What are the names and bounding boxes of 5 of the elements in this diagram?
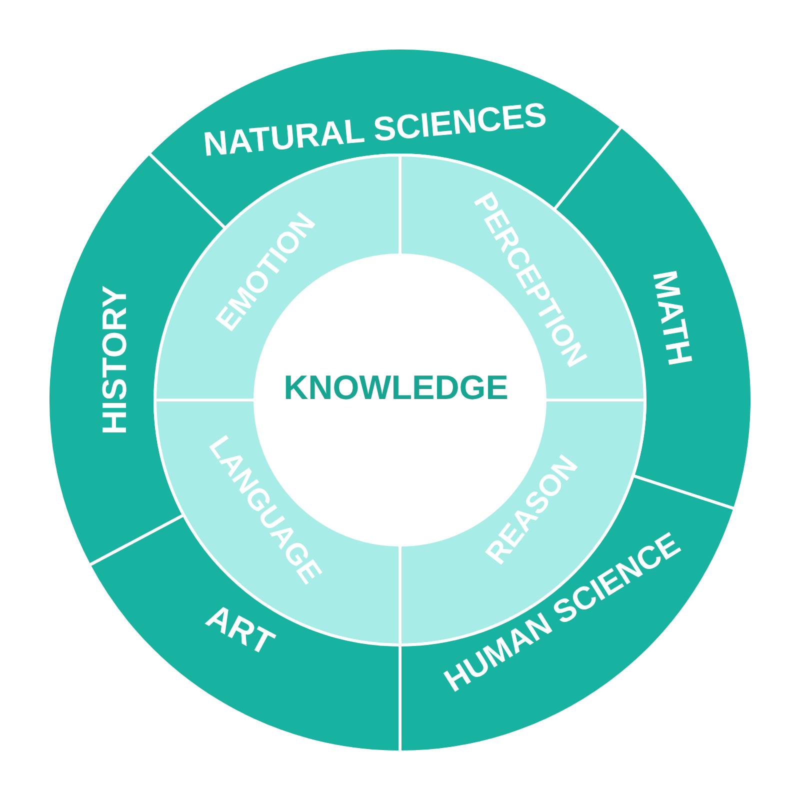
segment-label: KNOWLEDGE [284, 369, 508, 407]
segment-label: MATH [644, 268, 700, 368]
segment-label: ART [200, 596, 280, 664]
segment-label: NATURAL SCIENCES [202, 96, 548, 164]
segment-label: HISTORY [96, 285, 134, 435]
